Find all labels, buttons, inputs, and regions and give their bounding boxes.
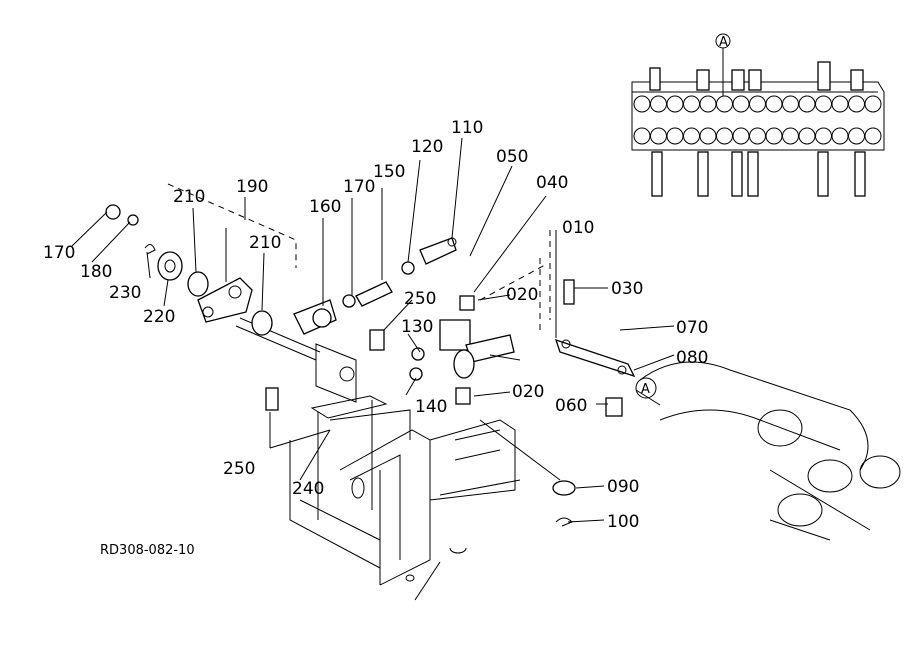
part-label-210: 210 — [173, 187, 205, 207]
valve-port-circle — [782, 127, 799, 145]
part-label-010: 010 — [562, 218, 594, 238]
valve-port-circle — [782, 95, 799, 113]
valve-port-circle — [633, 127, 651, 145]
valve-port-circle — [831, 95, 849, 113]
valve-port-circle — [798, 127, 816, 145]
valve-port-circle — [749, 127, 766, 145]
part-label-100: 100 — [607, 512, 639, 532]
part-label-240: 240 — [292, 479, 324, 499]
detail-marker-a: A — [641, 382, 650, 397]
part-label-050: 050 — [496, 147, 528, 167]
valve-port-circle — [815, 127, 832, 145]
part-label-230: 230 — [109, 283, 141, 303]
valve-port-circle — [848, 127, 865, 145]
part-label-120: 120 — [411, 137, 443, 157]
valve-port-circle — [864, 127, 882, 145]
valve-port-circle — [699, 127, 717, 145]
valve-port-circle — [732, 95, 750, 113]
part-label-090: 090 — [607, 477, 639, 497]
valve-port-circle — [650, 127, 667, 145]
assembly-linework — [71, 137, 901, 601]
part-labels: 170 180 230 220 210 190 210 160 170 150 … — [43, 118, 708, 558]
valve-port-circle — [864, 95, 882, 113]
part-label-220: 220 — [143, 307, 175, 327]
part-label-080: 080 — [676, 348, 708, 368]
part-label-170: 170 — [343, 177, 375, 197]
valve-port-circle — [848, 95, 865, 113]
valve-port-circle — [666, 127, 684, 145]
valve-port-circle — [716, 95, 733, 113]
valve-port-circle — [765, 127, 783, 145]
part-label-250: 250 — [404, 289, 436, 309]
valve-port-circle — [765, 95, 783, 113]
valve-port-circle — [633, 95, 651, 113]
drawing-code: RD308-082-10 — [100, 543, 195, 558]
valve-port-circle — [683, 95, 700, 113]
part-label-190: 190 — [236, 177, 268, 197]
part-label-150: 150 — [373, 162, 405, 182]
part-label-210: 210 — [249, 233, 281, 253]
valve-port-circle — [666, 95, 684, 113]
inset-marker-a: A — [719, 35, 728, 50]
part-label-170: 170 — [43, 243, 75, 263]
part-label-070: 070 — [676, 318, 708, 338]
part-label-060: 060 — [555, 396, 587, 416]
part-label-020: 020 — [512, 382, 544, 402]
part-label-130: 130 — [401, 317, 433, 337]
valve-block-inset — [631, 33, 885, 197]
part-label-140: 140 — [415, 397, 447, 417]
valve-port-circle — [815, 95, 832, 113]
valve-port-circle — [683, 127, 700, 145]
part-label-160: 160 — [309, 197, 341, 217]
valve-port-circle — [699, 95, 717, 113]
valve-port-circle — [749, 95, 766, 113]
valve-port-circle — [798, 95, 816, 113]
part-label-030: 030 — [611, 279, 643, 299]
part-label-040: 040 — [536, 173, 568, 193]
part-label-110: 110 — [451, 118, 483, 138]
valve-port-circle — [732, 127, 750, 145]
part-label-250: 250 — [223, 459, 255, 479]
valve-port-circle — [716, 127, 733, 145]
valve-port-circle — [831, 127, 849, 145]
part-label-020: 020 — [506, 285, 538, 305]
part-label-180: 180 — [80, 262, 112, 282]
valve-port-circle — [650, 95, 667, 113]
